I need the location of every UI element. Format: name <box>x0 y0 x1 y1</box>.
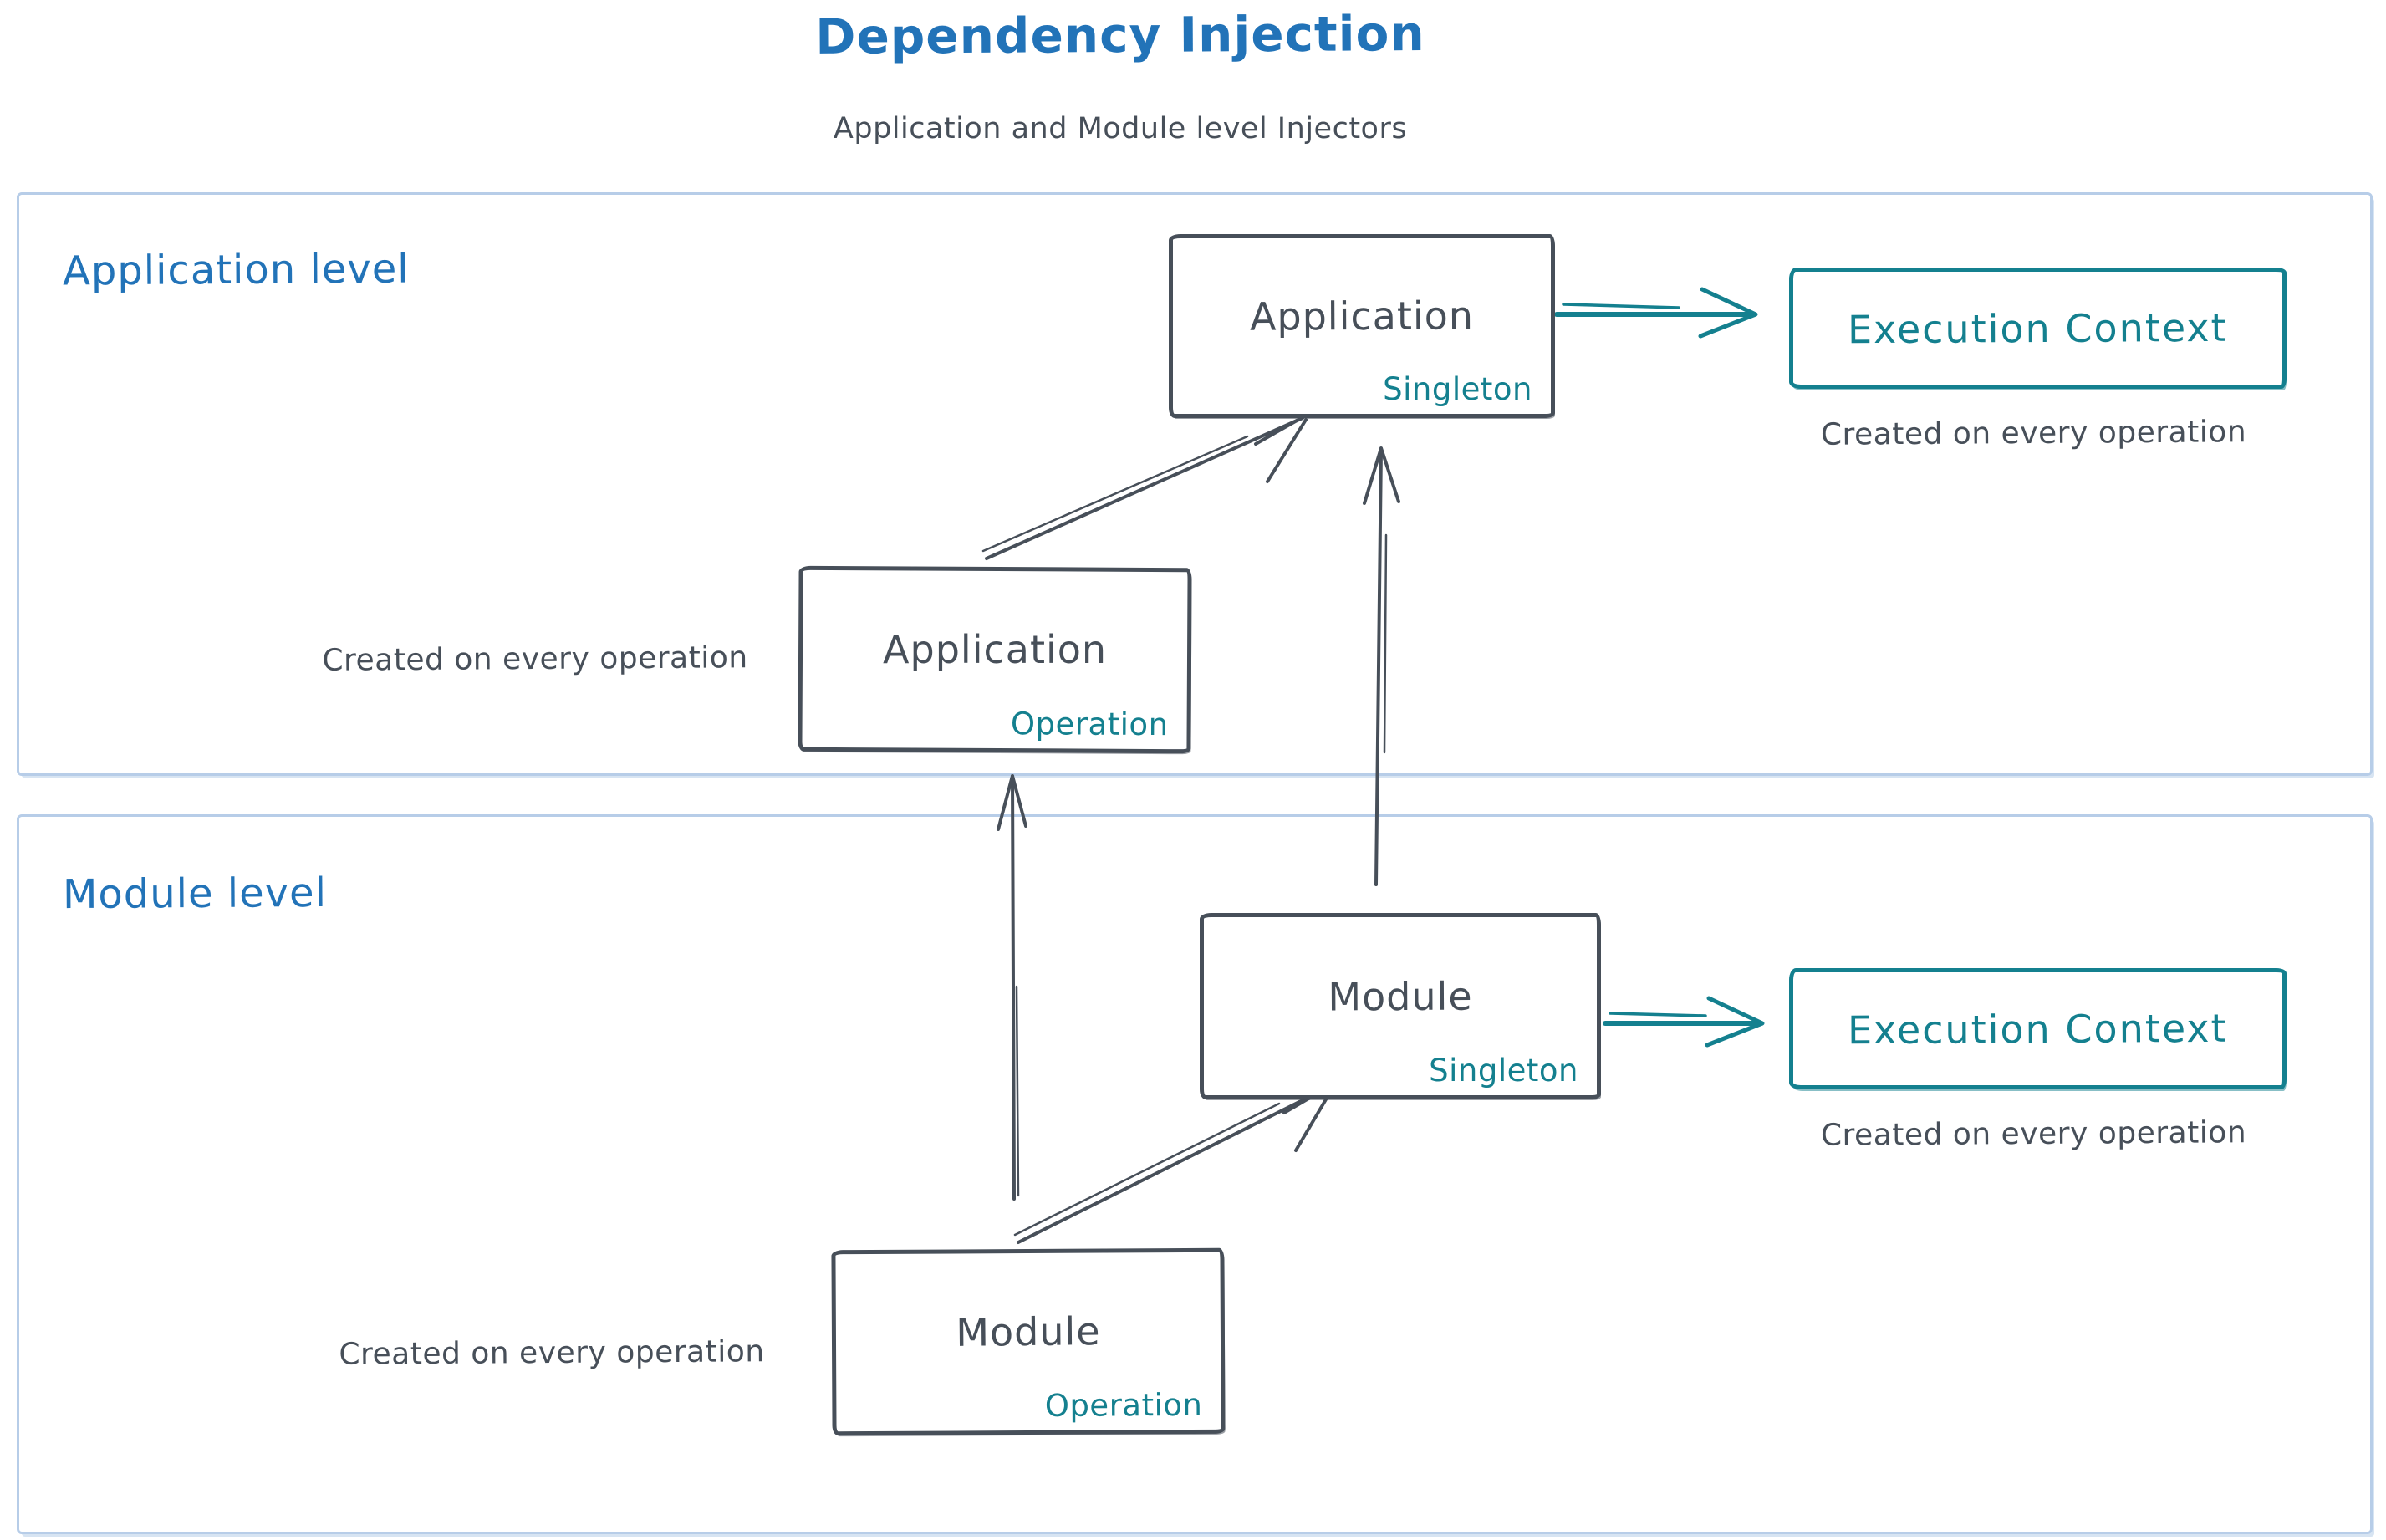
application-singleton-box: Application Singleton <box>1169 234 1555 418</box>
execution-context-box-application: Execution Context <box>1789 268 2287 389</box>
execution-context-box-module: Execution Context <box>1789 968 2287 1089</box>
box-scope-label: Operation <box>1044 1386 1203 1424</box>
page-subtitle: Application and Module level Injectors <box>833 112 1408 145</box>
application-level-container: Application level <box>17 192 2373 776</box>
application-operation-box: Application Operation <box>798 565 1192 754</box>
box-scope-label: Singleton <box>1383 371 1532 407</box>
application-level-label: Application level <box>62 245 410 295</box>
execution-context-note-application: Created on every operation <box>1820 415 2247 452</box>
execution-context-label: Execution Context <box>1848 304 2228 352</box>
box-scope-label: Operation <box>1010 706 1169 743</box>
execution-context-note-module: Created on every operation <box>1820 1115 2247 1153</box>
module-level-container: Module level <box>17 814 2373 1534</box>
operation-note-application: Created on every operation <box>322 640 748 678</box>
page-title: Dependency Injection <box>815 5 1425 65</box>
operation-note-module: Created on every operation <box>339 1334 765 1372</box>
module-operation-box: Module Operation <box>831 1247 1226 1436</box>
module-level-label: Module level <box>62 869 328 919</box>
box-scope-label: Singleton <box>1429 1053 1578 1089</box>
execution-context-label: Execution Context <box>1848 1005 2228 1053</box>
module-singleton-box: Module Singleton <box>1200 913 1601 1099</box>
